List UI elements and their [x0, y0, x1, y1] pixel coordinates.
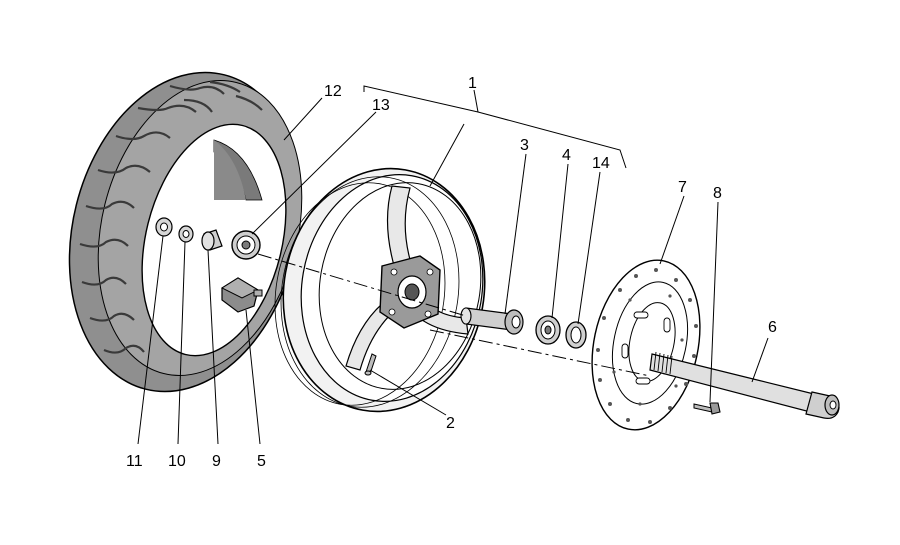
label-part-4: 4	[562, 147, 571, 164]
sensor-block-part	[220, 277, 263, 313]
label-part-3: 3	[520, 137, 529, 154]
assembly-bracket	[363, 85, 627, 169]
washer-part	[178, 225, 194, 243]
label-part-13: 13	[372, 97, 390, 114]
nut-part	[155, 217, 173, 237]
label-part-14: 14	[592, 155, 610, 172]
axle-thread	[653, 351, 673, 375]
leader-lines	[137, 89, 769, 445]
right-bearing-part	[535, 315, 561, 345]
label-part-6: 6	[768, 319, 777, 336]
label-part-1: 1	[468, 75, 477, 92]
label-part-12: 12	[324, 83, 342, 100]
disc-holes	[596, 268, 698, 424]
seal-part	[565, 321, 587, 349]
axle-part	[649, 351, 840, 419]
label-part-11: 11	[126, 453, 143, 470]
axle-spacer-part	[460, 307, 524, 335]
tire-tread-pattern	[79, 80, 263, 354]
label-part-10: 10	[168, 453, 186, 470]
label-part-9: 9	[212, 453, 221, 470]
spacer-part	[201, 229, 223, 251]
wheel-hub	[379, 255, 441, 329]
part-number-labels: 1 2 3 4 5 6 7 8 9 10 11 12 13 14	[126, 75, 777, 470]
center-lines	[257, 253, 651, 377]
bolt-part	[693, 402, 721, 415]
label-part-2: 2	[446, 415, 455, 432]
label-part-7: 7	[678, 179, 687, 196]
label-part-5: 5	[257, 453, 266, 470]
brake-disc-part	[591, 259, 701, 431]
label-part-8: 8	[713, 185, 722, 202]
left-bearing-part	[231, 230, 261, 260]
wheel-rim	[274, 167, 486, 413]
valve-stem-part	[364, 353, 377, 376]
